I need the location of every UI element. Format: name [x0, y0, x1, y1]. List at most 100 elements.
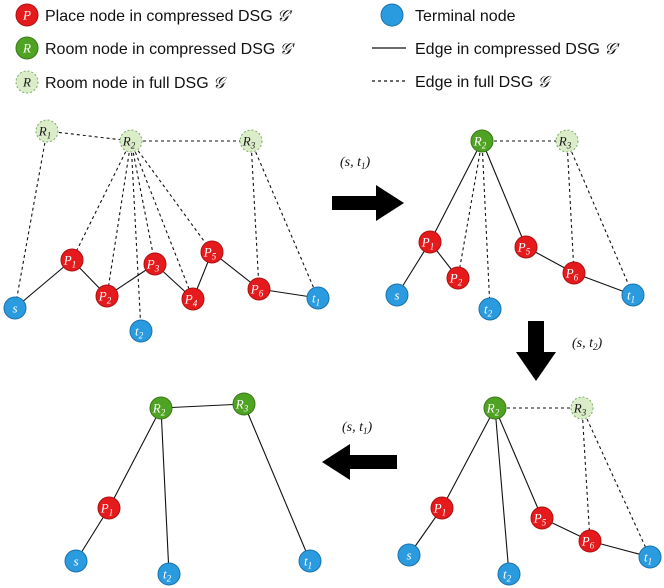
room-full-node-circle — [555, 129, 579, 153]
edge-R2-P1-solid — [429, 140, 483, 243]
node-label-sub: 1 — [47, 131, 52, 141]
node-label-t1: t1 — [644, 550, 652, 567]
node-label-sub: 3 — [581, 408, 587, 418]
node-label-t2: t2 — [135, 324, 144, 341]
edge-R3-P6-dashed — [566, 140, 575, 274]
step-2-sub: 2 — [593, 342, 598, 352]
terminal-node-circle — [157, 562, 181, 586]
terminal-node-circle — [64, 549, 88, 573]
node-P1: P1 — [430, 496, 454, 520]
node-label-R3: R3 — [242, 134, 256, 151]
node-t2: t2 — [478, 297, 502, 321]
node-label-base: R — [486, 401, 495, 416]
node-P5: P5 — [200, 240, 224, 264]
node-label-sub: 2 — [107, 296, 112, 306]
edge-R2-P2-dashed — [106, 140, 132, 297]
node-P5: P5 — [514, 235, 538, 259]
svg-text:(s, t2): (s, t2) — [572, 336, 603, 352]
node-P2: P2 — [95, 284, 119, 308]
node-label-base: P — [433, 501, 442, 516]
terminal-node-circle — [129, 319, 153, 343]
edge-R2-P3-dashed — [130, 140, 156, 265]
node-label-sub: 2 — [167, 574, 172, 584]
node-label-P1: P1 — [433, 501, 446, 518]
terminal-node-circle — [3, 296, 27, 320]
edge-R2-R3-solid — [160, 403, 245, 409]
node-P5: P5 — [530, 506, 554, 530]
legend-terminal: Terminal node — [380, 3, 516, 27]
node-P1: P1 — [60, 248, 84, 272]
terminal-node-circle — [385, 283, 409, 307]
node-label-base: P — [98, 289, 107, 304]
node-label-base: t — [644, 550, 648, 565]
node-label-base: P — [449, 271, 458, 286]
node-label-sub: 5 — [212, 252, 217, 262]
node-label-base: P — [533, 511, 542, 526]
place-node-circle — [247, 277, 271, 301]
node-label-sub: 1 — [648, 557, 653, 567]
node-label-base: s — [73, 554, 78, 569]
node-label-t2: t2 — [484, 302, 493, 319]
node-label-sub: 3 — [243, 404, 249, 414]
step-1-label: (s, t — [340, 155, 362, 170]
node-label-base: R — [242, 134, 251, 149]
node-label-P1: P1 — [421, 235, 434, 252]
legend-room-full: R Room node in full DSG 𝒢 — [15, 70, 227, 94]
room-compressed-node-circle — [149, 396, 173, 420]
edge-R2-P1-dashed — [71, 140, 132, 261]
legend-room-full-math: 𝒢 — [213, 75, 227, 92]
edge-R3-t1-dashed — [250, 140, 319, 299]
node-P2: P2 — [446, 266, 470, 290]
svg-text:(s, t1): (s, t1) — [340, 155, 371, 171]
node-label-P3: P3 — [146, 257, 160, 274]
node-R3: R3 — [232, 392, 256, 416]
edge-R2-P5-dashed — [130, 140, 213, 253]
svg-text:Room node in full DSG 𝒢: Room node in full DSG 𝒢 — [45, 75, 227, 92]
room-compressed-node-circle — [483, 396, 507, 420]
node-label-t2: t2 — [503, 567, 512, 584]
svg-text:(s, t1): (s, t1) — [342, 420, 373, 436]
edge-R2-t2-dashed — [130, 140, 142, 332]
room-compressed-node-circle — [470, 129, 494, 153]
node-R2: R2 — [119, 129, 143, 153]
node-label-base: P — [565, 266, 574, 281]
node-label-P6: P6 — [565, 266, 579, 283]
svg-text:Place node in compressed DSG �: Place node in compressed DSG 𝒢′ — [45, 8, 293, 25]
legend-edge-full-text: Edge in full DSG — [415, 74, 538, 91]
node-P1: P1 — [418, 230, 442, 254]
node-R2: R2 — [149, 396, 173, 420]
node-label-R3: R3 — [235, 397, 249, 414]
node-R3: R3 — [239, 129, 263, 153]
node-label-sub: 1 — [72, 260, 77, 270]
node-label-sub: 1 — [442, 508, 447, 518]
legend-edge-compressed-math: 𝒢′ — [604, 41, 619, 58]
edge-R2-t2-dashed — [481, 140, 491, 310]
place-node-circle — [446, 266, 470, 290]
place-node-circle — [418, 230, 442, 254]
node-R3: R3 — [555, 129, 579, 153]
node-R2: R2 — [483, 396, 507, 420]
node-label-sub: 1 — [316, 298, 321, 308]
node-label-base: t — [484, 302, 488, 317]
node-label-base: R — [152, 401, 161, 416]
node-label-base: s — [406, 548, 411, 563]
node-P6: P6 — [578, 529, 602, 553]
svg-text:Room node in compressed DSG 𝒢: Room node in compressed DSG 𝒢′ — [45, 41, 295, 58]
node-P3: P3 — [143, 252, 167, 276]
legend-room-full-swatch — [15, 70, 39, 94]
node-label-base: P — [581, 534, 590, 549]
node-label-sub: 2 — [131, 141, 136, 151]
terminal-node-circle — [478, 297, 502, 321]
node-label-base: t — [163, 567, 167, 582]
edge-R3-P6-dashed — [250, 140, 260, 290]
node-label-sub: 6 — [259, 289, 264, 299]
edge-R2-P4-dashed — [130, 140, 194, 300]
node-label-P1: P1 — [100, 501, 113, 518]
place-node-circle — [143, 252, 167, 276]
node-label-P6: P6 — [581, 534, 595, 551]
legend: P Place node in compressed DSG 𝒢′ R Room… — [15, 3, 620, 94]
legend-edge-full-math: 𝒢 — [538, 74, 552, 91]
